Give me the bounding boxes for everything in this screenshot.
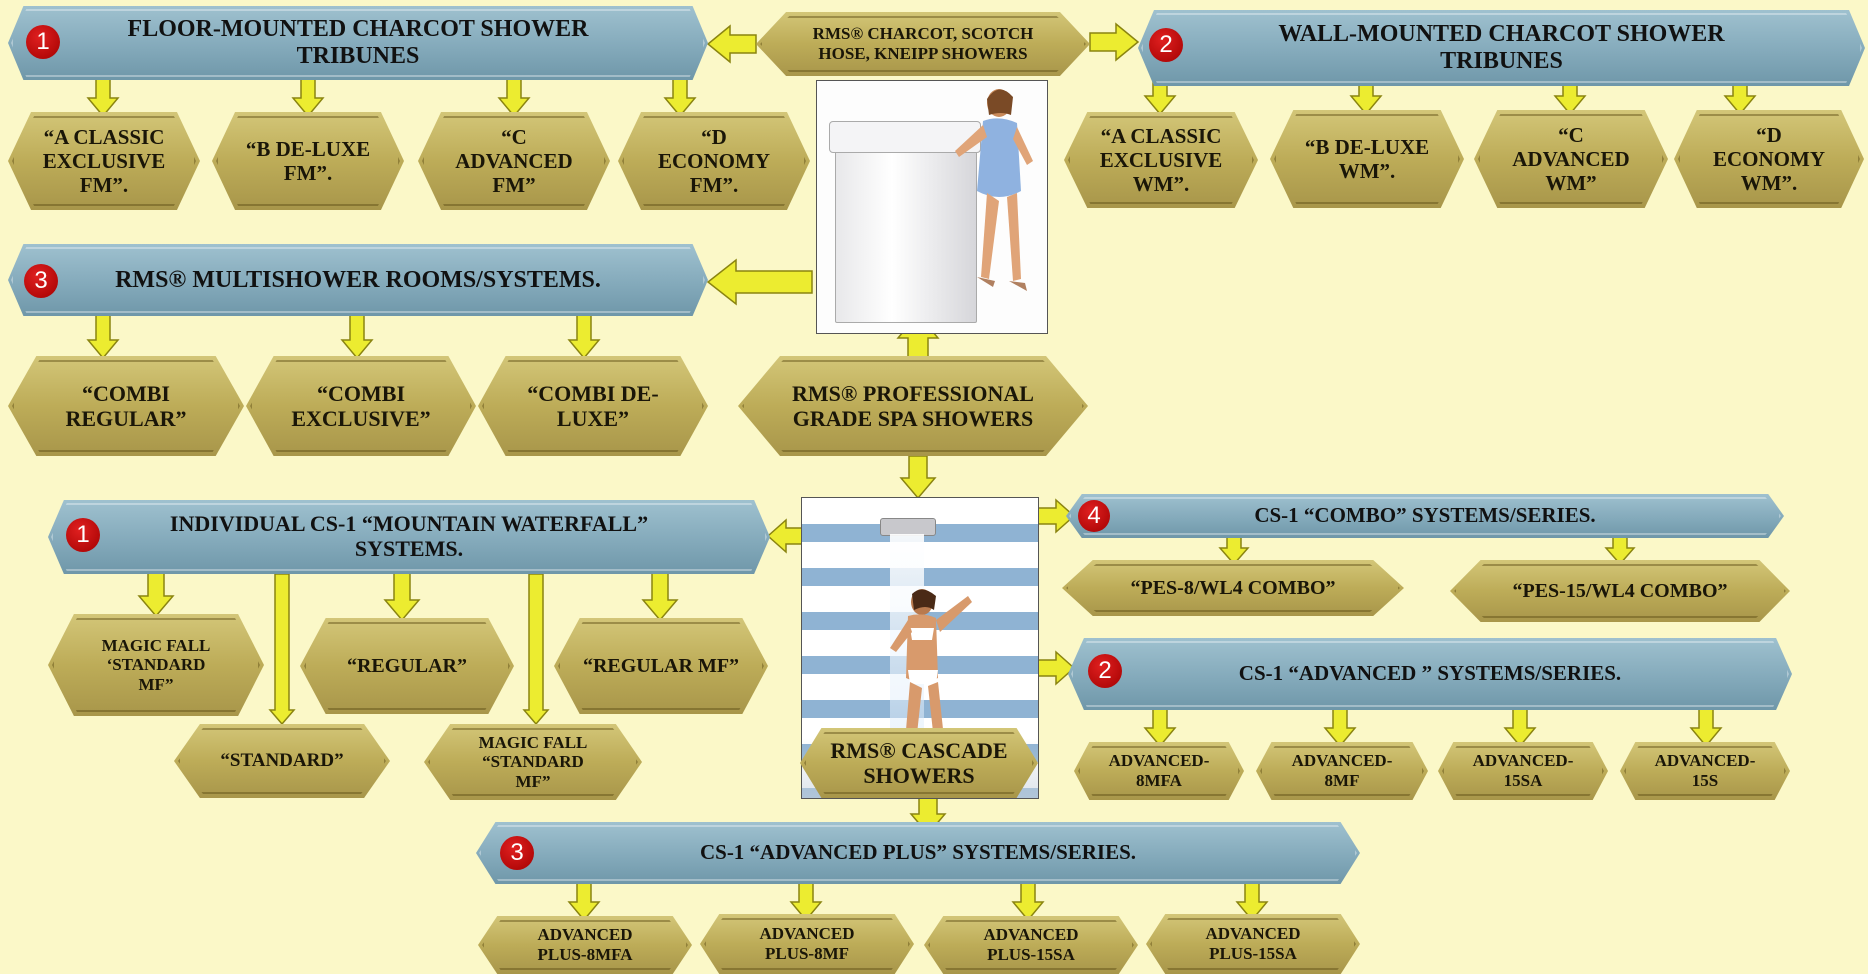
combo-banner: CS-1 “COMBO” SYSTEMS/SERIES. — [1066, 494, 1784, 538]
wall-mounted-banner: WALL-MOUNTED CHARCOT SHOWER TRIBUNES — [1138, 10, 1865, 86]
combo-item-pes-15: “PES-15/WL4 COMBO” — [1450, 560, 1790, 622]
multishower-title: RMS® MULTISHOWER ROOMS/SYSTEMS. — [115, 266, 601, 293]
arrow-to-combo — [1037, 498, 1076, 534]
arrow-to-multishower — [706, 258, 813, 306]
arrow-floor-mounted-1 — [291, 77, 325, 118]
multishower-item-combi-exclusive: “COMBI EXCLUSIVE” — [246, 356, 476, 456]
advanced-badge: 2 — [1088, 654, 1122, 688]
professional-grade-spa-showers-node: RMS® PROFESSIONAL GRADE SPA SHOWERS — [738, 356, 1088, 456]
combo-item-pes-8: “PES-8/WL4 COMBO” — [1062, 560, 1404, 616]
advanced-plus-badge: 3 — [500, 836, 534, 870]
cascade-showers-node: RMS® CASCADE SHOWERS — [800, 728, 1038, 798]
arrow-multishower-1 — [340, 313, 374, 360]
arrow-floor-mounted-2 — [497, 77, 531, 118]
mountain-waterfall-item-regular: “REGULAR” — [300, 618, 514, 714]
advanced-item-15s: ADVANCED- 15S — [1620, 742, 1790, 800]
wall-mounted-item-d: “D ECONOMY WM”. — [1674, 110, 1864, 208]
mountain-waterfall-badge: 1 — [66, 518, 100, 552]
mountain-waterfall-banner: INDIVIDUAL CS-1 “MOUNTAIN WATERFALL” SYS… — [48, 500, 770, 574]
floor-mounted-item-d: “D ECONOMY FM”. — [618, 112, 810, 210]
arrow-to-advanced — [1037, 650, 1076, 686]
woman-with-hose-figure — [955, 89, 1033, 291]
floor-mounted-item-b: “B DE-LUXE FM”. — [212, 112, 404, 210]
multishower-banner: RMS® MULTISHOWER ROOMS/SYSTEMS. — [8, 244, 708, 316]
wall-mounted-item-a: “A CLASSIC EXCLUSIVE WM”. — [1064, 112, 1258, 208]
arrow-floor-mounted-3 — [663, 77, 697, 118]
arrow-to-wall-mounted — [1089, 22, 1140, 62]
mountain-waterfall-item-standard: “STANDARD” — [174, 724, 390, 798]
advanced-plus-item-8mfa: ADVANCED PLUS-8MFA — [478, 916, 692, 974]
advanced-item-8mf: ADVANCED- 8MF — [1256, 742, 1428, 800]
arrow-mw-regular-mf — [641, 567, 679, 622]
floor-mounted-item-a: “A CLASSIC EXCLUSIVE FM”. — [8, 112, 200, 210]
advanced-item-15sa: ADVANCED- 15SA — [1438, 742, 1608, 800]
advanced-plus-title: CS-1 “ADVANCED PLUS” SYSTEMS/SERIES. — [699, 840, 1137, 865]
advanced-title: CS-1 “ADVANCED ” SYSTEMS/SERIES. — [1238, 661, 1622, 686]
combo-badge: 4 — [1078, 500, 1110, 532]
arrow-to-floor-mounted — [706, 24, 757, 64]
advanced-plus-item-15sa-2: ADVANCED PLUS-15SA — [1146, 914, 1360, 974]
mountain-waterfall-item-regular-mf: “REGULAR MF” — [554, 618, 768, 714]
mountain-waterfall-item-magic-fall-standard-1: MAGIC FALL ‘STANDARD MF” — [48, 614, 264, 716]
multishower-item-combi-deluxe: “COMBI DE- LUXE” — [478, 356, 708, 456]
arrow-multishower-0 — [86, 313, 120, 360]
arrow-professional-to-cascade — [899, 455, 937, 500]
advanced-plus-item-8mf: ADVANCED PLUS-8MF — [700, 914, 914, 974]
charcot-tribune-panel — [829, 121, 981, 153]
arrow-mw-standard — [268, 573, 296, 726]
advanced-item-8mfa: ADVANCED- 8MFA — [1074, 742, 1244, 800]
wall-mounted-item-c: “C ADVANCED WM” — [1474, 110, 1668, 208]
arrow-mw-magic-fall-2 — [522, 573, 550, 726]
charcot-shower-photo — [816, 80, 1048, 334]
arrow-floor-mounted-0 — [86, 77, 120, 118]
charcot-tribune-console — [835, 131, 977, 323]
charcot-scotch-kneipp-node: RMS® CHARCOT, SCOTCH HOSE, KNEIPP SHOWER… — [756, 12, 1090, 76]
wall-mounted-item-b: “B DE-LUXE WM”. — [1270, 110, 1464, 208]
arrow-multishower-2 — [567, 313, 601, 360]
wall-mounted-title: WALL-MOUNTED CHARCOT SHOWER TRIBUNES — [1278, 21, 1725, 74]
advanced-plus-item-15sa-1: ADVANCED PLUS-15SA — [924, 916, 1138, 974]
advanced-plus-banner: CS-1 “ADVANCED PLUS” SYSTEMS/SERIES. — [476, 822, 1360, 884]
arrow-mw-regular — [383, 567, 421, 622]
mountain-waterfall-title: INDIVIDUAL CS-1 “MOUNTAIN WATERFALL” SYS… — [169, 511, 649, 561]
multishower-item-combi-regular: “COMBI REGULAR” — [8, 356, 244, 456]
floor-mounted-banner: FLOOR-MOUNTED CHARCOT SHOWER TRIBUNES — [8, 6, 708, 80]
arrow-mw-magic-fall-1 — [137, 567, 175, 618]
advanced-banner: CS-1 “ADVANCED ” SYSTEMS/SERIES. — [1068, 638, 1792, 710]
floor-mounted-title: FLOOR-MOUNTED CHARCOT SHOWER TRIBUNES — [127, 16, 589, 69]
combo-title: CS-1 “COMBO” SYSTEMS/SERIES. — [1254, 503, 1596, 528]
multishower-badge: 3 — [24, 264, 58, 298]
mountain-waterfall-item-magic-fall-standard-2: MAGIC FALL “STANDARD MF” — [424, 724, 642, 800]
floor-mounted-badge: 1 — [26, 25, 60, 59]
arrow-to-mountain-waterfall — [766, 518, 803, 554]
floor-mounted-item-c: “C ADVANCED FM” — [418, 112, 610, 210]
wall-mounted-badge: 2 — [1149, 28, 1183, 62]
